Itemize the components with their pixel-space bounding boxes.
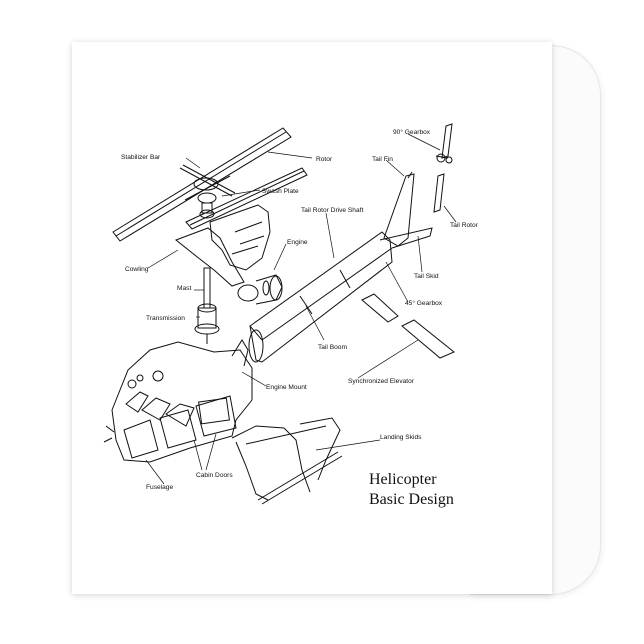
- label-tail-fin: Tail Fin: [372, 156, 393, 163]
- label-90-gearbox: 90° Gearbox: [393, 128, 431, 136]
- fuselage: [103, 339, 253, 463]
- label-cabin-doors: Cabin Doors: [196, 472, 233, 479]
- label-stabilizer-bar: Stabilizer Bar: [121, 154, 161, 161]
- label-synchronized-elevator: Synchronized Elevator: [348, 378, 415, 385]
- label-mast: Mast: [177, 285, 191, 292]
- engine: [237, 274, 283, 305]
- mast-transmission: [194, 267, 220, 344]
- label-fuselage: Fuselage: [146, 484, 173, 491]
- tail-boom: [248, 231, 393, 363]
- landing-skids: [231, 417, 343, 505]
- label-tail-rotor-drive-shaft: Tail Rotor Drive Shaft: [301, 207, 363, 214]
- main-rotor: [112, 127, 308, 242]
- cowling: [175, 204, 271, 287]
- label-landing-skids: Landing Skids: [380, 434, 422, 441]
- label-45-gearbox: 45° Gearbox: [405, 299, 443, 307]
- title-line-2: Basic Design: [369, 491, 454, 508]
- tail-fin: [379, 171, 433, 249]
- label-swash-plate: Swash Plate: [262, 188, 299, 195]
- label-transmission: Transmission: [146, 315, 185, 322]
- label-tail-rotor: Tail Rotor: [450, 222, 479, 229]
- title-line-1: Helicopter: [369, 471, 437, 488]
- label-engine-mount: Engine Mount: [266, 384, 307, 391]
- label-rotor: Rotor: [316, 156, 333, 163]
- label-tail-skid: Tail Skid: [414, 273, 439, 280]
- stabilizer-bar: [179, 164, 236, 219]
- synchronized-elevator: [361, 293, 455, 359]
- tail-rotor: [433, 123, 453, 213]
- label-cowling: Cowling: [125, 266, 149, 273]
- label-engine: Engine: [287, 239, 308, 246]
- label-tail-boom: Tail Boom: [318, 344, 347, 351]
- part-labels: Stabilizer Bar Rotor 90° Gearbox Tail Fi…: [121, 128, 479, 491]
- leader-lines: [145, 133, 457, 485]
